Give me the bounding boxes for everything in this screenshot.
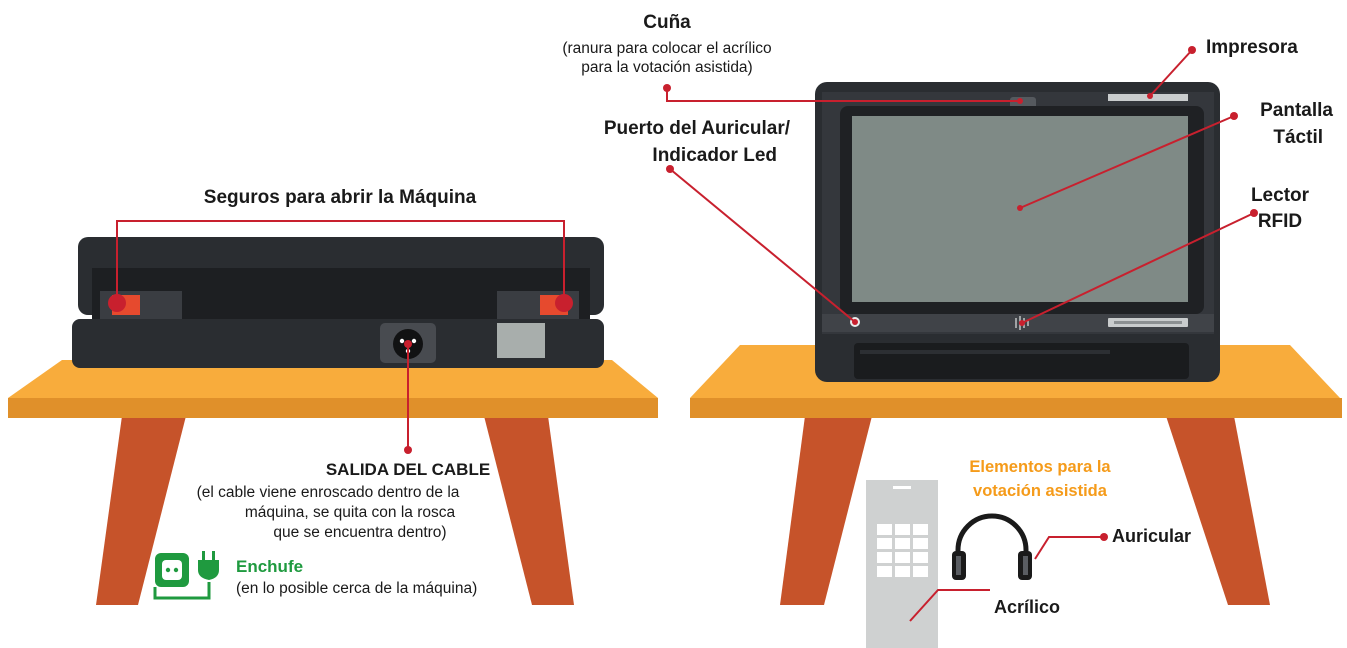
label-salida-1: (el cable viene enroscado dentro de la (196, 484, 460, 501)
right-table-edge (690, 398, 1342, 418)
label-acrilico: Acrílico (994, 597, 1061, 617)
label-auricular: Auricular (1112, 526, 1192, 546)
label-enchufe-title: Enchufe (236, 557, 304, 576)
label-salida-2: máquina, se quita con la rosca (244, 504, 456, 521)
right-table-leg-right (1166, 416, 1270, 605)
acrylic-grid (877, 524, 928, 577)
label-pantalla-1: Pantalla (1260, 100, 1333, 121)
plug-icon (198, 551, 219, 580)
callout-lines (116, 49, 1255, 622)
label-cuna-desc-1: (ranura para colocar el acrílico (562, 40, 772, 57)
right-table-leg-left (780, 416, 872, 605)
callout-puerto (669, 168, 856, 323)
label-impresora: Impresora (1206, 37, 1298, 58)
label-salida-3: que se encuentra dentro) (273, 524, 447, 541)
callout-pantalla (1019, 115, 1235, 209)
acrylic-plate (866, 480, 938, 648)
callout-auricular (1034, 536, 1104, 560)
callout-seguros (116, 220, 565, 303)
callout-impresora (1149, 49, 1193, 97)
left-table-edge (8, 398, 658, 418)
rear-panel (497, 323, 545, 358)
machine-front-view (815, 82, 1220, 382)
label-salida-title: SALIDA DEL CABLE (325, 460, 491, 479)
label-elementos-2: votación asistida (973, 482, 1107, 500)
label-elementos-1: Elementos para la (969, 458, 1111, 476)
callout-acrilico (909, 589, 990, 622)
label-puerto-1: Puerto del Auricular/ (603, 118, 790, 139)
callout-cuna (666, 88, 1020, 102)
machine-rear-view (72, 237, 604, 368)
label-lector-1: Lector (1250, 185, 1310, 206)
label-pantalla-2: Táctil (1273, 127, 1323, 148)
callout-dots (113, 46, 1258, 541)
label-puerto-2: Indicador Led (652, 145, 777, 166)
label-enchufe-desc: (en lo posible cerca de la máquina) (236, 580, 478, 597)
acrylic-template (866, 480, 938, 648)
headphones-icon (952, 513, 1032, 580)
outlet-icon (153, 553, 211, 600)
left-table-top (8, 360, 658, 398)
front-tray (854, 343, 1189, 379)
left-table-leg-left (96, 416, 186, 605)
label-cuna-desc-2: para la votación asistida) (581, 59, 753, 76)
left-table (8, 360, 658, 605)
callout-lector (1021, 212, 1255, 324)
rear-base (72, 319, 604, 368)
label-cuna-title: Cuña (643, 12, 691, 33)
label-lector-2: RFID (1257, 211, 1303, 232)
label-seguros: Seguros para abrir la Máquina (203, 187, 477, 208)
left-table-leg-right (484, 416, 574, 605)
